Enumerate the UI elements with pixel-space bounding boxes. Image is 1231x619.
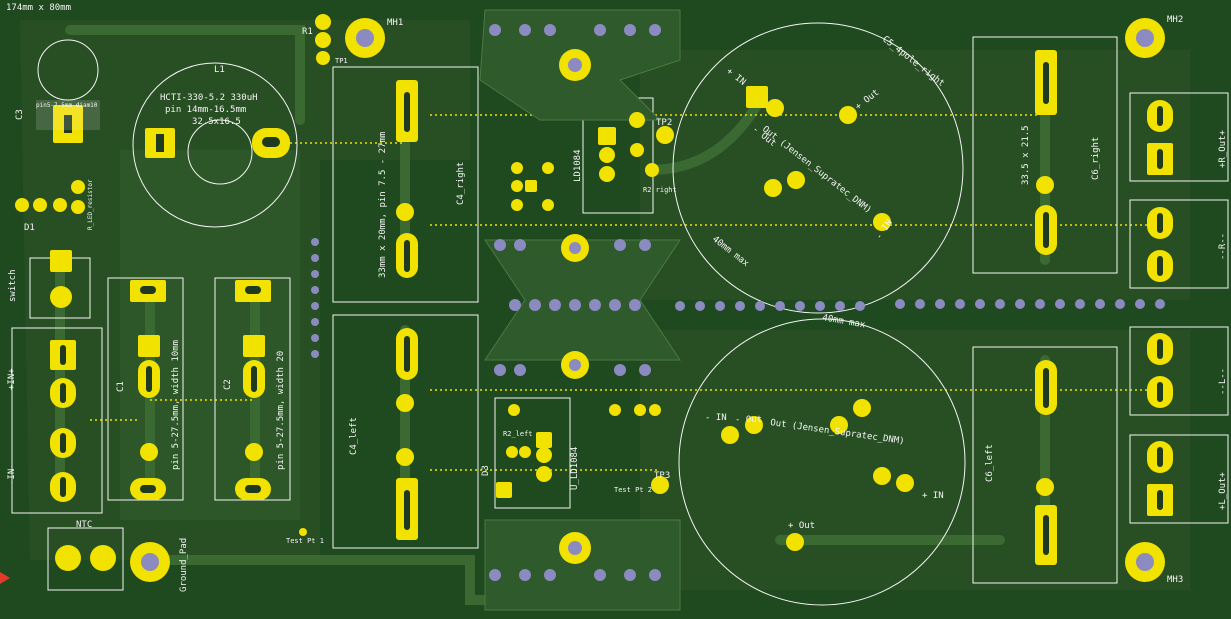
test-pt-1-label: Test Pt 1 (286, 537, 324, 545)
c2-note: pin 5-27.5mm, width 20 (276, 351, 286, 470)
copper-pour (640, 330, 1190, 590)
dimension-label: 174mm x 80mm (6, 3, 71, 13)
ld1084-top-label: LD1084 (573, 149, 583, 182)
ld1084-bottom-label: U_LD1084 (570, 447, 580, 490)
ratsnest-lines (90, 114, 1160, 471)
r-out-plus-label: +R_Out+ (1218, 129, 1228, 168)
plus-out-left: + Out (788, 521, 815, 531)
l1-label: L1 (214, 65, 225, 75)
mh3-label: MH3 (1167, 575, 1183, 585)
copper-pour (640, 50, 1190, 300)
in-plus-label: +IN+ (7, 368, 17, 390)
c3-label: C3 (15, 109, 25, 120)
tp1-label: TP1 (335, 57, 348, 65)
l-minus-label: --L-- (1218, 368, 1228, 395)
d1-label: D1 (24, 223, 35, 233)
r-minus-label: --R-- (1218, 233, 1228, 260)
board-edge-arrow (0, 572, 10, 584)
ntc-label: NTC (76, 520, 92, 530)
drill-holes (311, 24, 1165, 581)
c4-right-label: C4_right (456, 162, 466, 205)
minus-out-left: - Out (735, 415, 762, 425)
mh1-label: MH1 (387, 18, 403, 28)
c4-note: 33mm x 20mm, pin 7.5 - 27mm (378, 132, 388, 278)
silkscreen-outlines (11, 22, 1229, 606)
c6-right-label: C6_right (1091, 137, 1101, 180)
r-led-label: R_LED_resistor (87, 179, 94, 230)
c4-left-label: C4_left (349, 417, 359, 455)
inductor-spec-line2: pin 14mm-16.5mm (165, 105, 246, 115)
inductor-spec-line3: 32.5x16.5 (192, 117, 241, 127)
in-minus-label: -IN- (7, 463, 17, 485)
tp2-label: TP2 (656, 118, 672, 128)
c6-left-label: C6_left (985, 444, 995, 482)
c6-note: 33.5 x 21.5 (1021, 125, 1031, 185)
c1-note: pin 5-27.5mm, width 10mm (171, 340, 181, 470)
r2-left-label: R2_left (503, 430, 533, 438)
minus-in-left: - IN (705, 413, 727, 423)
c3-note: pin5-7.5mm diam10 (36, 102, 98, 109)
test-pt-2-label: Test Pt 2 (614, 486, 652, 494)
d3-label: D3 (481, 465, 491, 476)
c2-label: C2 (223, 379, 233, 390)
r1-label: R1 (302, 27, 313, 37)
inductor-spec-line1: HCTI-330-5.2 330uH (160, 93, 258, 103)
l-out-plus-label: +L_Out+ (1218, 471, 1228, 510)
r2-right-label: R2 right (643, 186, 677, 194)
mh2-label: MH2 (1167, 15, 1183, 25)
c3-marker (36, 100, 100, 130)
plus-in-left: + IN (922, 491, 944, 501)
c1-label: C1 (116, 381, 126, 392)
pads (15, 14, 1173, 582)
ground-pad-label: Ground_Pad (179, 538, 189, 592)
tp3-label: TP3 (654, 471, 670, 481)
switch-label: switch (8, 269, 18, 302)
